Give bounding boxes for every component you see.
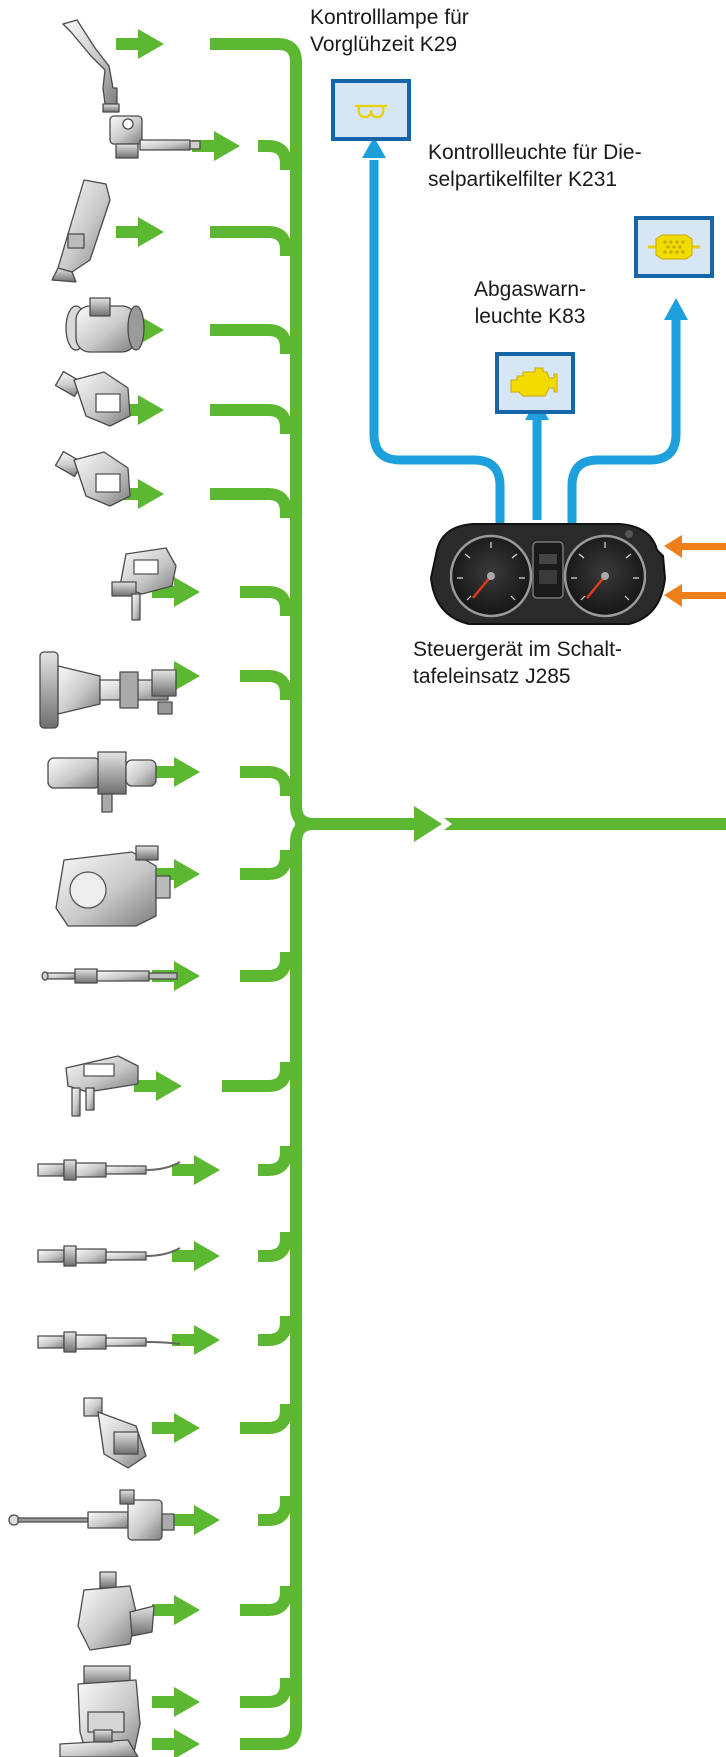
line-to-k29: [369, 160, 505, 524]
sensor-icon-15: [37, 1331, 181, 1353]
lamp-k29-label: Kontrolllampe für Vorglühzeit K29: [310, 4, 469, 58]
lamp-k29-label-line1: Kontrolllampe für: [310, 6, 469, 29]
input-arrow-14: [172, 1241, 220, 1271]
lamp-output-lines: [369, 160, 681, 524]
sensor-icon-10: [55, 845, 171, 927]
branch-8: [240, 670, 292, 700]
sensor-icon-4: [65, 297, 145, 353]
lamp-k29-label-line2: Vorglühzeit K29: [310, 33, 458, 56]
instrument-cluster-icon: [429, 523, 667, 625]
branch-15: [258, 1316, 292, 1346]
lamp-k231-label: Kontrollleuchte für Die- selpartikelfilt…: [428, 139, 642, 193]
sensor-icon-3: [51, 179, 111, 283]
branch-2: [258, 140, 292, 170]
arrowhead-k231: [664, 298, 688, 320]
line-to-k231: [567, 320, 681, 524]
branch-14: [258, 1232, 292, 1262]
branch-11: [240, 952, 292, 982]
branch-3: [210, 226, 292, 256]
sensor-icon-17: [8, 1489, 175, 1541]
engine-check-icon: [510, 367, 558, 397]
can-arrow-lower: [664, 584, 726, 607]
lamp-k29: [331, 79, 411, 141]
branch-17: [258, 1496, 292, 1526]
sensor-icon-11: [41, 968, 178, 984]
input-arrow-18: [152, 1595, 200, 1625]
control-unit-label-line2: tafeleinsatz J285: [413, 665, 571, 688]
branch-19: [240, 1678, 292, 1708]
lamp-k83-label: Abgaswarn- leuchte K83: [474, 276, 586, 330]
input-arrow-17: [172, 1505, 220, 1535]
sensor-icon-7: [111, 547, 177, 621]
input-arrow-15: [172, 1325, 220, 1355]
control-unit-label-line1: Steuergerät im Schalt-: [413, 638, 622, 661]
main-output-arrow: [295, 806, 726, 842]
input-arrow-12: [134, 1071, 182, 1101]
sensor-icon-13: [37, 1159, 181, 1181]
branch-6: [210, 488, 292, 518]
branch-18: [240, 1586, 292, 1616]
branch-13: [258, 1146, 292, 1176]
particulate-filter-icon: [648, 234, 700, 260]
branch-16: [240, 1404, 292, 1434]
input-arrow-3: [116, 217, 164, 247]
lamp-k83-label-line1: Abgaswarn-: [474, 278, 587, 301]
branch-10: [240, 850, 292, 880]
branch-7: [240, 586, 292, 616]
sensor-icon-18: [77, 1571, 155, 1651]
sensor-icon-12: [65, 1055, 139, 1117]
glow-plug-icon: [355, 104, 387, 119]
arrowhead-k29: [362, 137, 386, 158]
lamp-k83: [495, 352, 575, 414]
lamp-k231: [634, 216, 714, 278]
branch-5: [210, 404, 292, 434]
sensor-icons: [8, 19, 201, 1757]
sensor-icon-14: [37, 1245, 181, 1267]
can-arrow-upper: [664, 535, 726, 558]
sensor-icon-8: [39, 651, 177, 729]
branch-12: [222, 1062, 292, 1092]
trunk-upper: [210, 38, 315, 830]
input-arrow-1: [116, 29, 164, 59]
lamp-k231-label-line1: Kontrollleuchte für Die-: [428, 141, 642, 164]
control-unit-j285-label: Steuergerät im Schalt- tafeleinsatz J285: [413, 636, 622, 690]
input-signal-bus: [210, 38, 315, 1750]
sensor-icon-6: [54, 450, 131, 507]
input-arrow-20: [152, 1729, 200, 1757]
sensor-icon-20: [59, 1729, 139, 1757]
branch-9: [240, 766, 292, 796]
sensor-icon-1: [62, 19, 120, 113]
sensor-icon-16: [83, 1397, 147, 1469]
branch-4: [210, 324, 292, 354]
sensor-icon-9: [47, 751, 157, 813]
input-arrow-9: [152, 757, 200, 787]
sensor-icon-2: [109, 115, 201, 159]
can-bus-input-arrows: [664, 535, 726, 607]
input-arrow-19: [152, 1687, 200, 1717]
lamp-k231-label-line2: selpartikelfilter K231: [428, 168, 618, 191]
input-arrow-16: [152, 1413, 200, 1443]
sensor-icon-5: [54, 370, 131, 427]
lamp-k83-label-line2: leuchte K83: [474, 305, 586, 328]
input-arrow-13: [172, 1155, 220, 1185]
